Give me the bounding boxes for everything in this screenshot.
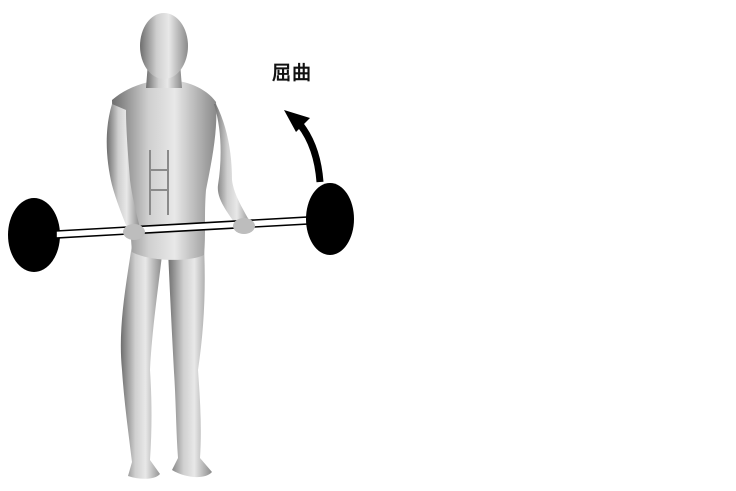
left-figure-head bbox=[140, 13, 188, 79]
left-figure-arm-left bbox=[214, 104, 252, 228]
left-figure-hand-right bbox=[123, 224, 145, 240]
flexion-label: 屈曲 bbox=[272, 58, 312, 85]
left-figure-hand-left bbox=[233, 218, 255, 234]
left-barbell-plate-left bbox=[8, 198, 60, 272]
left-figure-leg-left bbox=[168, 245, 212, 477]
left-barbell-plate-right bbox=[306, 183, 354, 255]
left-figure-leg-right bbox=[121, 245, 162, 479]
curved-arrow-up-icon bbox=[284, 110, 320, 182]
